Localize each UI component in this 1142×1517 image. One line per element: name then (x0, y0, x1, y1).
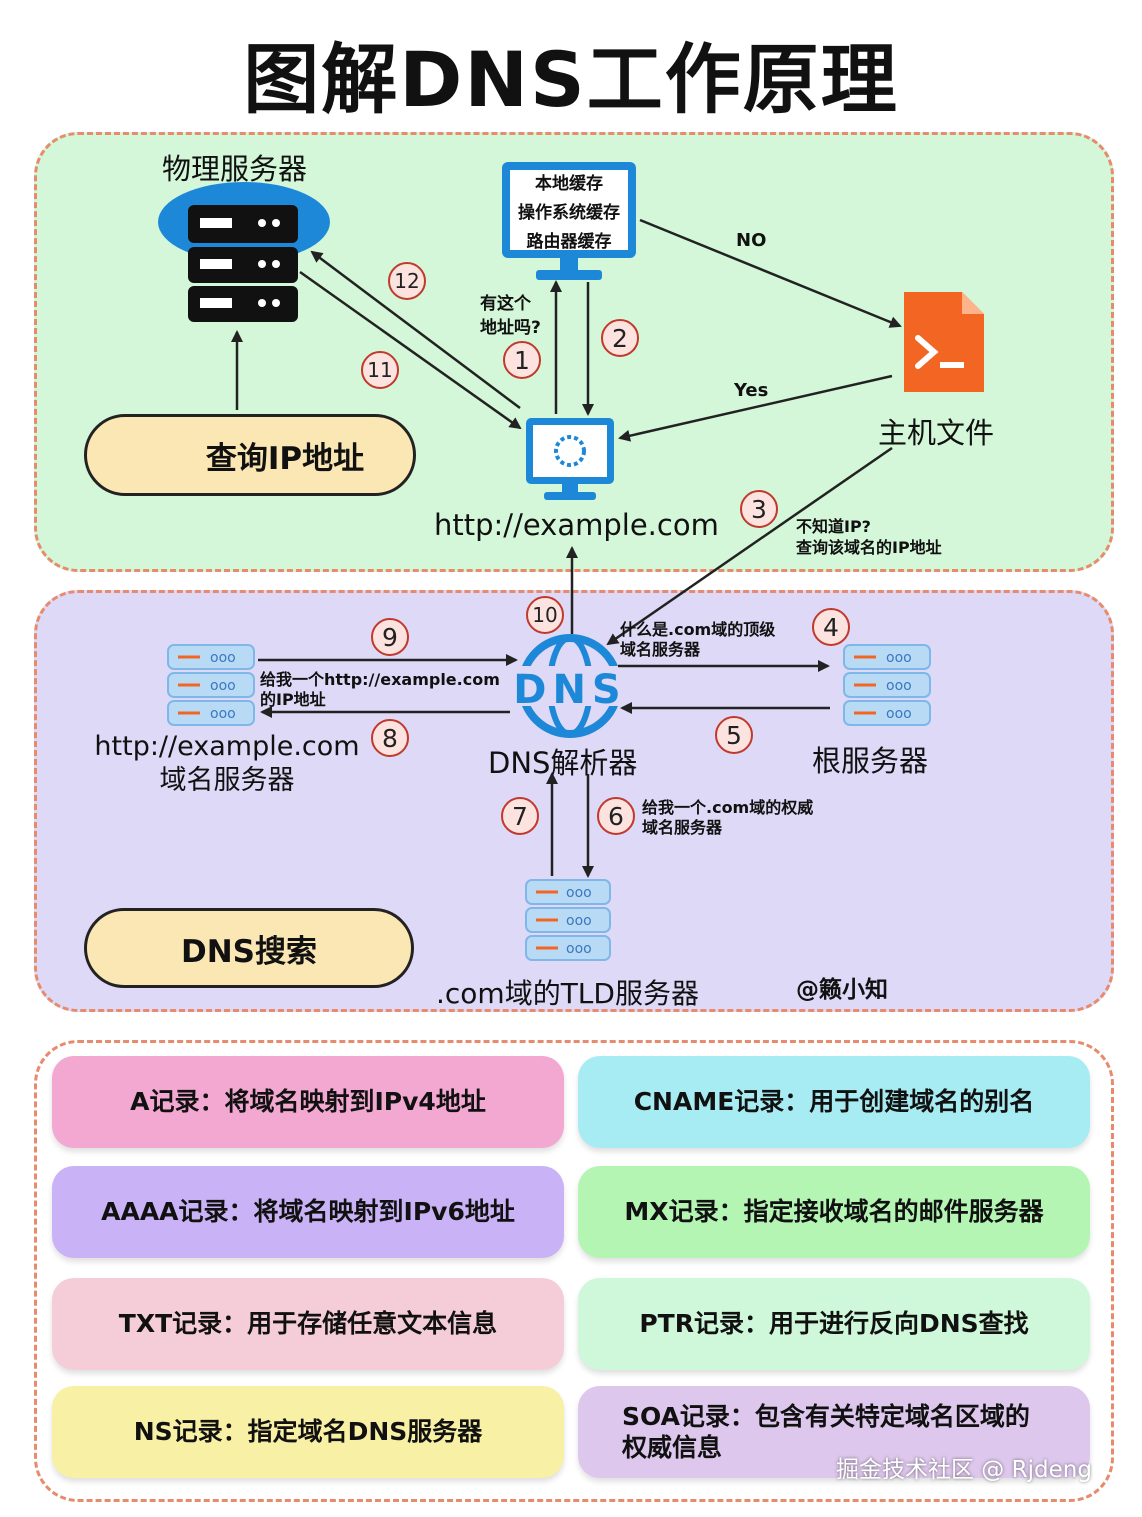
step-3-badge: 3 (740, 490, 778, 528)
root-server-label: 根服务器 (812, 744, 929, 778)
arrow-3 (606, 446, 893, 646)
give-ip-line2: 的IP地址 (260, 690, 326, 709)
query-ip-button[interactable]: 查询IP地址 (84, 414, 416, 496)
no-label: NO (736, 230, 767, 251)
host-file-label: 主机文件 (878, 416, 995, 450)
svg-text:ooo: ooo (886, 678, 912, 694)
arrow-11 (299, 270, 522, 430)
svg-text:ooo: ooo (566, 913, 592, 929)
record-a-card: A记录：将域名映射到IPv4地址 (52, 1056, 564, 1148)
cache-router: 路由器缓存 (526, 232, 612, 252)
step-12-badge: 12 (388, 262, 426, 300)
step-10-badge: 10 (526, 596, 564, 634)
svg-text:ooo: ooo (566, 941, 592, 957)
step-8-badge: 8 (371, 719, 409, 757)
record-aaaa-card: AAAA记录：将域名映射到IPv6地址 (52, 1166, 564, 1258)
svg-text:ooo: ooo (210, 706, 236, 722)
browser-monitor-icon (526, 418, 614, 500)
svg-text:ooo: ooo (886, 650, 912, 666)
cache-os: 操作系统缓存 (518, 203, 620, 223)
has-address-line1: 有这个 (480, 294, 531, 314)
root-server-icon: ooo ooo ooo (843, 644, 931, 726)
svg-text:ooo: ooo (210, 650, 236, 666)
step-4-badge: 4 (812, 608, 850, 646)
page-title: 图解DNS工作原理 (243, 35, 899, 124)
unknown-ip-note: 不知道IP? 查询该域名的IP地址 (796, 516, 942, 558)
has-address-line2: 地址吗? (480, 318, 541, 338)
dns-globe-icon: DNS (512, 634, 628, 738)
cache-local: 本地缓存 (535, 174, 603, 194)
record-txt-card: TXT记录：用于存储任意文本信息 (52, 1278, 564, 1370)
record-cname-card: CNAME记录：用于创建域名的别名 (578, 1056, 1090, 1148)
url-label: http://example.com (434, 508, 719, 542)
domain-server-line2: 域名服务器 (159, 765, 295, 796)
author-label: @籁小知 (796, 977, 888, 1003)
record-soa-card: SOA记录：包含有关特定域名区域的权威信息 (578, 1386, 1090, 1478)
unknown-ip-line1: 不知道IP? (796, 517, 871, 536)
step-1-badge: 1 (503, 341, 541, 379)
physical-server-label: 物理服务器 (162, 152, 308, 186)
svg-text:ooo: ooo (566, 885, 592, 901)
step-5-badge: 5 (715, 716, 753, 754)
ask-tld-note: 什么是.com域的顶级 域名服务器 (620, 620, 775, 660)
physical-server-icon (158, 182, 330, 322)
step-9-badge: 9 (371, 618, 409, 656)
resolver-label: DNS解析器 (488, 746, 638, 780)
tld-server-label: .com域的TLD服务器 (436, 977, 699, 1010)
record-ptr-card: PTR记录：用于进行反向DNS查找 (578, 1278, 1090, 1370)
tld-server-icon: ooo ooo ooo (525, 879, 611, 961)
query-ip-label: 查询IP地址 (205, 440, 365, 477)
record-ns-card: NS记录：指定域名DNS服务器 (52, 1386, 564, 1478)
arrow-12 (310, 250, 521, 409)
svg-text:ooo: ooo (210, 678, 236, 694)
step-7-badge: 7 (501, 797, 539, 835)
host-file-icon (904, 292, 984, 392)
svg-text:ooo: ooo (886, 706, 912, 722)
yes-label: Yes (734, 380, 769, 401)
cache-monitor-icon (502, 162, 636, 280)
ask-tld-line1: 什么是.com域的顶级 (620, 620, 776, 639)
dns-search-button[interactable]: DNS搜索 (84, 908, 414, 988)
arrow-no (639, 218, 902, 328)
watermark: 掘金技术社区 @ Rjdeng (836, 1457, 1092, 1483)
step-6-badge: 6 (597, 797, 635, 835)
step-11-badge: 11 (361, 351, 399, 389)
has-address-question: 有这个 地址吗? (480, 292, 541, 340)
give-auth-line2: 域名服务器 (642, 818, 723, 837)
cache-list: 本地缓存 操作系统缓存 路由器缓存 (510, 170, 628, 257)
domain-server-line1: http://example.com (94, 731, 360, 762)
give-ip-note: 给我一个http://example.com 的IP地址 (260, 670, 500, 710)
give-ip-line1: 给我一个http://example.com (260, 670, 500, 689)
domain-server-icon: ooo ooo ooo (167, 644, 255, 726)
ask-tld-line2: 域名服务器 (620, 640, 701, 659)
domain-server-label: http://example.com 域名服务器 (92, 730, 362, 798)
give-auth-line1: 给我一个.com域的权威 (642, 798, 814, 817)
dns-logo-text: DNS (513, 667, 627, 713)
arrow-yes (618, 374, 893, 442)
give-auth-note: 给我一个.com域的权威 域名服务器 (642, 798, 813, 838)
record-mx-card: MX记录：指定接收域名的邮件服务器 (578, 1166, 1090, 1258)
step-2-badge: 2 (601, 319, 639, 357)
unknown-ip-line2: 查询该域名的IP地址 (796, 538, 942, 557)
